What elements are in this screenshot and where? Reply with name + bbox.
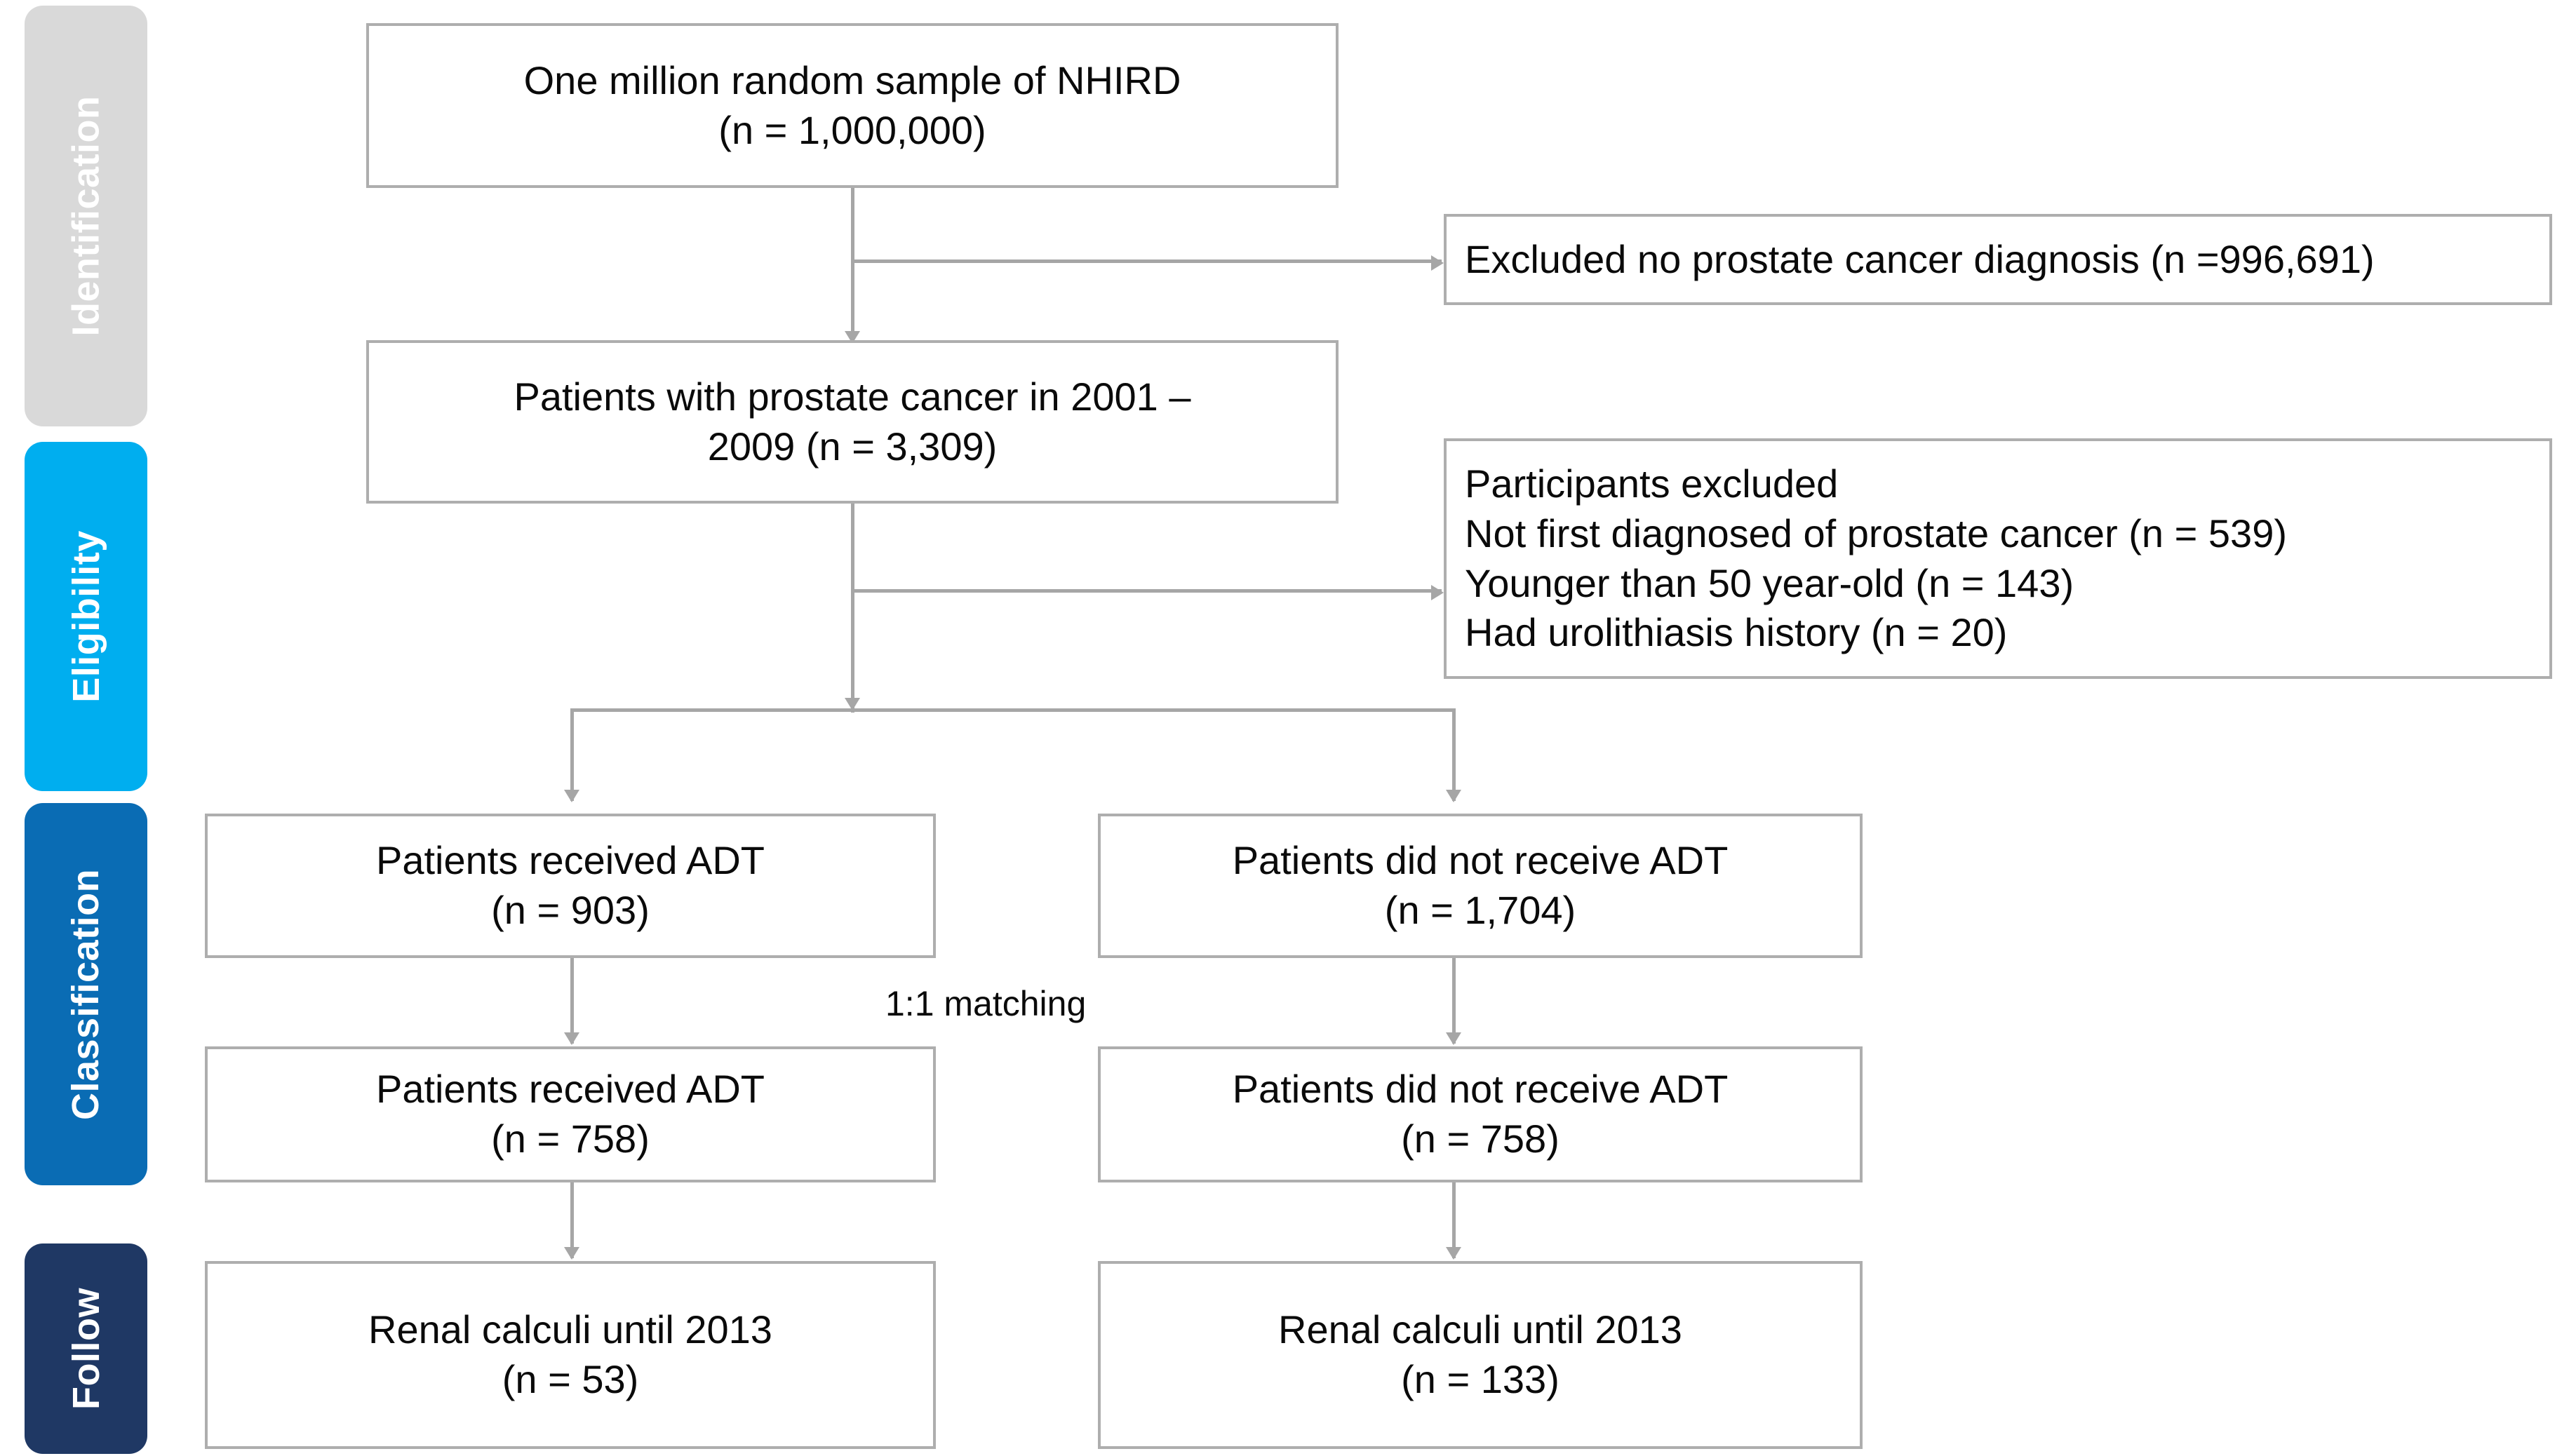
connector-split-bar — [570, 708, 1456, 712]
node-adt-yes-line1: Patients received ADT — [375, 838, 765, 883]
node-adt-no-matched-line2: (n = 758) — [1401, 1117, 1559, 1161]
node-adt-yes-matched-line2: (n = 758) — [491, 1117, 650, 1161]
node-source-line1: One million random sample of NHIRD — [523, 58, 1181, 102]
node-outcome-adt-line1: Renal calculi until 2013 — [368, 1307, 772, 1352]
connector-matched-no-to-outcome — [1452, 1182, 1456, 1258]
arrow-adt-no-to-matched — [1446, 1032, 1461, 1045]
node-participants-excluded-line2: Not first diagnosed of prostate cancer (… — [1465, 511, 2287, 555]
node-adt-no-matched[interactable]: Patients did not receive ADT (n = 758) — [1098, 1046, 1863, 1182]
node-source[interactable]: One million random sample of NHIRD (n = … — [366, 23, 1339, 188]
node-outcome-no-adt[interactable]: Renal calculi until 2013 (n = 133) — [1098, 1261, 1863, 1449]
node-outcome-adt-line2: (n = 53) — [502, 1357, 639, 1401]
node-adt-no[interactable]: Patients did not receive ADT (n = 1,704) — [1098, 814, 1863, 958]
arrow-eligibility-trunk — [845, 698, 860, 710]
stage-band-classification: Classification — [25, 803, 147, 1185]
arrow-to-excluded-no-dx — [1431, 255, 1444, 271]
node-source-line2: (n = 1,000,000) — [718, 107, 986, 152]
node-adt-yes[interactable]: Patients received ADT (n = 903) — [205, 814, 936, 958]
stage-band-classification-label: Classification — [65, 868, 107, 1120]
node-adt-yes-matched[interactable]: Patients received ADT (n = 758) — [205, 1046, 936, 1182]
node-outcome-adt[interactable]: Renal calculi until 2013 (n = 53) — [205, 1261, 936, 1449]
connector-to-excluded-no-dx — [851, 259, 1442, 263]
connector-source-to-eligibility — [851, 188, 854, 344]
node-adt-no-line2: (n = 1,704) — [1384, 888, 1576, 932]
node-excluded-no-dx-line1: Excluded no prostate cancer diagnosis (n… — [1465, 236, 2375, 281]
stage-band-eligibility: Eligibility — [25, 442, 147, 791]
node-outcome-no-adt-line2: (n = 133) — [1401, 1357, 1559, 1401]
connector-adt-no-to-matched — [1452, 958, 1456, 1044]
arrow-adt-yes-to-matched — [564, 1032, 579, 1045]
node-adt-yes-line2: (n = 903) — [491, 888, 650, 932]
node-participants-excluded-line1: Participants excluded — [1465, 461, 1839, 506]
arrow-matched-no-to-outcome — [1446, 1247, 1461, 1260]
connector-split-left — [570, 708, 574, 801]
connector-split-right — [1452, 708, 1456, 801]
node-prostate-cancer[interactable]: Patients with prostate cancer in 2001 – … — [366, 340, 1339, 504]
matching-label: 1:1 matching — [885, 984, 1087, 1023]
node-adt-no-line1: Patients did not receive ADT — [1232, 838, 1729, 883]
node-prostate-cancer-line1: Patients with prostate cancer in 2001 – — [514, 374, 1191, 419]
node-participants-excluded[interactable]: Participants excluded Not first diagnose… — [1444, 438, 2552, 679]
node-participants-excluded-line3: Younger than 50 year-old (n = 143) — [1465, 560, 2074, 605]
connector-matched-yes-to-outcome — [570, 1182, 574, 1258]
connector-adt-yes-to-matched — [570, 958, 574, 1044]
node-excluded-no-dx[interactable]: Excluded no prostate cancer diagnosis (n… — [1444, 214, 2552, 305]
stage-band-identification-label: Identification — [65, 95, 107, 337]
stage-band-follow: Follow — [25, 1243, 147, 1454]
arrow-split-left — [564, 790, 579, 802]
arrow-matched-yes-to-outcome — [564, 1247, 579, 1260]
node-participants-excluded-line4: Had urolithiasis history (n = 20) — [1465, 610, 2008, 655]
stage-band-follow-label: Follow — [65, 1288, 107, 1410]
node-adt-yes-matched-line1: Patients received ADT — [375, 1067, 765, 1112]
node-outcome-no-adt-line1: Renal calculi until 2013 — [1278, 1307, 1682, 1352]
node-adt-no-matched-line1: Patients did not receive ADT — [1232, 1067, 1729, 1112]
connector-to-participants-excluded — [851, 589, 1442, 593]
stage-band-identification: Identification — [25, 6, 147, 426]
connector-eligibility-trunk — [851, 504, 854, 713]
stage-band-eligibility-label: Eligibility — [65, 530, 107, 703]
arrow-split-right — [1446, 790, 1461, 802]
arrow-to-participants-excluded — [1431, 585, 1444, 600]
node-prostate-cancer-line2: 2009 (n = 3,309) — [707, 424, 998, 469]
